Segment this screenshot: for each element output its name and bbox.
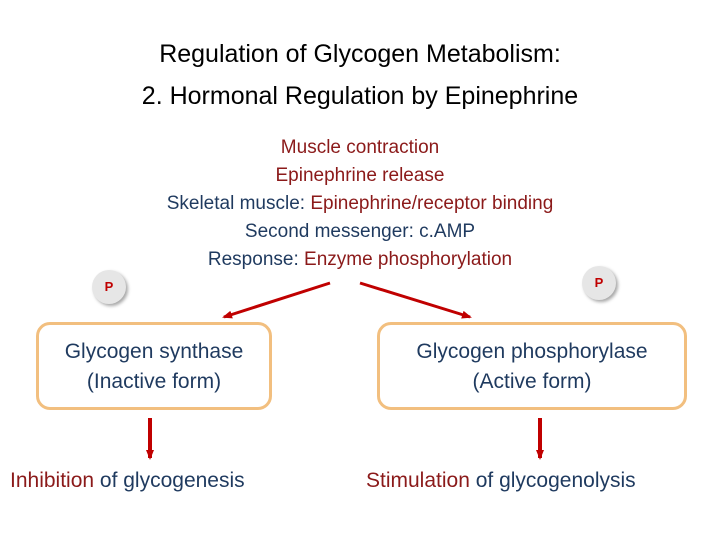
arrow-to-glycogen-phosphorylase <box>359 281 472 319</box>
step-skeletal-prefix: Skeletal muscle: <box>166 193 311 214</box>
step-response-prefix: Response: <box>207 249 305 270</box>
glycogen-phosphorylase-form: (Active form) <box>472 370 592 393</box>
glycogen-synthase-box: Glycogen synthase (Inactive form) <box>36 322 272 410</box>
outcome-stimulation-rest: of glycogenolysis <box>469 469 636 492</box>
step-response-value: Enzyme phosphorylation <box>304 249 513 270</box>
glycogen-synthase-name: Glycogen synthase <box>64 340 244 363</box>
title-line-1: Regulation of Glycogen Metabolism: <box>159 40 561 68</box>
phosphate-badge-left: P <box>92 270 126 304</box>
outcome-stimulation: Stimulation of glycogenolysis <box>366 466 636 496</box>
step-skeletal-value: Epinephrine/receptor binding <box>310 193 554 214</box>
signaling-steps: Muscle contraction Epinephrine release S… <box>0 134 720 274</box>
phosphate-badge-right: P <box>582 266 616 300</box>
outcome-inhibition-verb: Inhibition <box>10 469 95 492</box>
glycogen-synthase-form: (Inactive form) <box>86 370 222 393</box>
outcome-inhibition: Inhibition of glycogenesis <box>10 466 245 496</box>
step-second-messenger: Second messenger: c.AMP <box>244 221 476 242</box>
step-epinephrine-release: Epinephrine release <box>275 165 445 186</box>
outcome-inhibition-rest: of glycogenesis <box>94 469 245 492</box>
step-skeletal-muscle: Skeletal muscle: Epinephrine/receptor bi… <box>0 190 720 218</box>
step-response: Response: Enzyme phosphorylation <box>0 246 720 274</box>
title-line-2: 2. Hormonal Regulation by Epinephrine <box>141 82 579 110</box>
outcome-stimulation-verb: Stimulation <box>366 469 470 492</box>
glycogen-phosphorylase-box: Glycogen phosphorylase (Active form) <box>377 322 687 410</box>
glycogen-phosphorylase-name: Glycogen phosphorylase <box>416 340 648 363</box>
arrow-to-glycogen-synthase <box>222 281 331 319</box>
step-muscle-contraction: Muscle contraction <box>280 137 440 158</box>
